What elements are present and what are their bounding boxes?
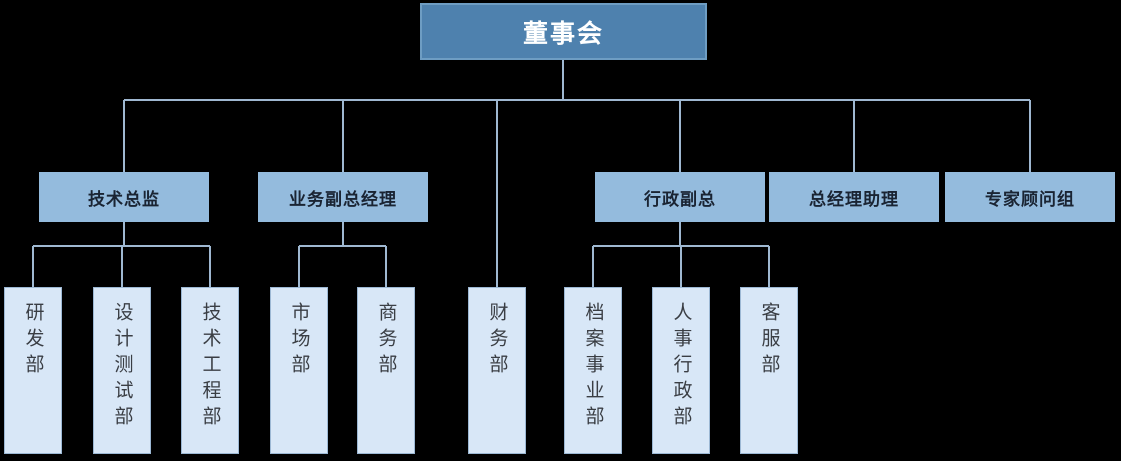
connector-tech-director-children bbox=[32, 221, 211, 287]
org-node-admin-deputy-gm-label: 行政副总 bbox=[644, 189, 716, 209]
org-node-rd-dept[interactable]: 研发部 bbox=[4, 287, 62, 454]
org-node-expert-advisors[interactable]: 专家顾问组 bbox=[945, 172, 1115, 222]
org-node-customer-service-dept[interactable]: 客服部 bbox=[740, 287, 798, 454]
org-node-customer-service-dept-label: 客服部 bbox=[758, 302, 780, 380]
org-node-tech-director-label: 技术总监 bbox=[88, 189, 160, 209]
org-node-business-deputy-gm-label: 业务副总经理 bbox=[289, 189, 397, 209]
org-node-finance-dept[interactable]: 财务部 bbox=[468, 287, 526, 454]
org-node-admin-deputy-gm[interactable]: 行政副总 bbox=[595, 172, 765, 222]
org-node-marketing-dept-label: 市场部 bbox=[288, 302, 310, 380]
org-node-tech-director[interactable]: 技术总监 bbox=[39, 172, 209, 222]
org-node-tech-eng-dept[interactable]: 技术工程部 bbox=[181, 287, 239, 454]
org-node-business-deputy-gm[interactable]: 业务副总经理 bbox=[258, 172, 428, 222]
org-node-hr-admin-dept[interactable]: 人事行政部 bbox=[652, 287, 710, 454]
connector-business-deputy-gm-children bbox=[298, 221, 387, 287]
org-node-finance-dept-label: 财务部 bbox=[486, 302, 508, 380]
org-node-commerce-dept-label: 商务部 bbox=[375, 302, 397, 380]
org-node-design-test-dept-label: 设计测试部 bbox=[111, 302, 133, 432]
org-node-board-label: 董事会 bbox=[522, 19, 604, 48]
connector-admin-deputy-gm-children bbox=[592, 221, 770, 287]
org-node-gm-assistant-label: 总经理助理 bbox=[809, 189, 899, 209]
org-node-marketing-dept[interactable]: 市场部 bbox=[270, 287, 328, 454]
org-node-design-test-dept[interactable]: 设计测试部 bbox=[93, 287, 151, 454]
org-node-archives-dept[interactable]: 档案事业部 bbox=[564, 287, 622, 454]
org-node-board[interactable]: 董事会 bbox=[420, 3, 707, 60]
org-node-rd-dept-label: 研发部 bbox=[22, 302, 44, 380]
org-node-tech-eng-dept-label: 技术工程部 bbox=[199, 302, 221, 432]
org-node-expert-advisors-label: 专家顾问组 bbox=[985, 189, 1075, 209]
org-node-hr-admin-dept-label: 人事行政部 bbox=[670, 302, 692, 432]
org-node-commerce-dept[interactable]: 商务部 bbox=[357, 287, 415, 454]
org-node-archives-dept-label: 档案事业部 bbox=[582, 302, 604, 432]
connector-board-to-level2 bbox=[123, 60, 1031, 172]
org-node-gm-assistant[interactable]: 总经理助理 bbox=[769, 172, 939, 222]
